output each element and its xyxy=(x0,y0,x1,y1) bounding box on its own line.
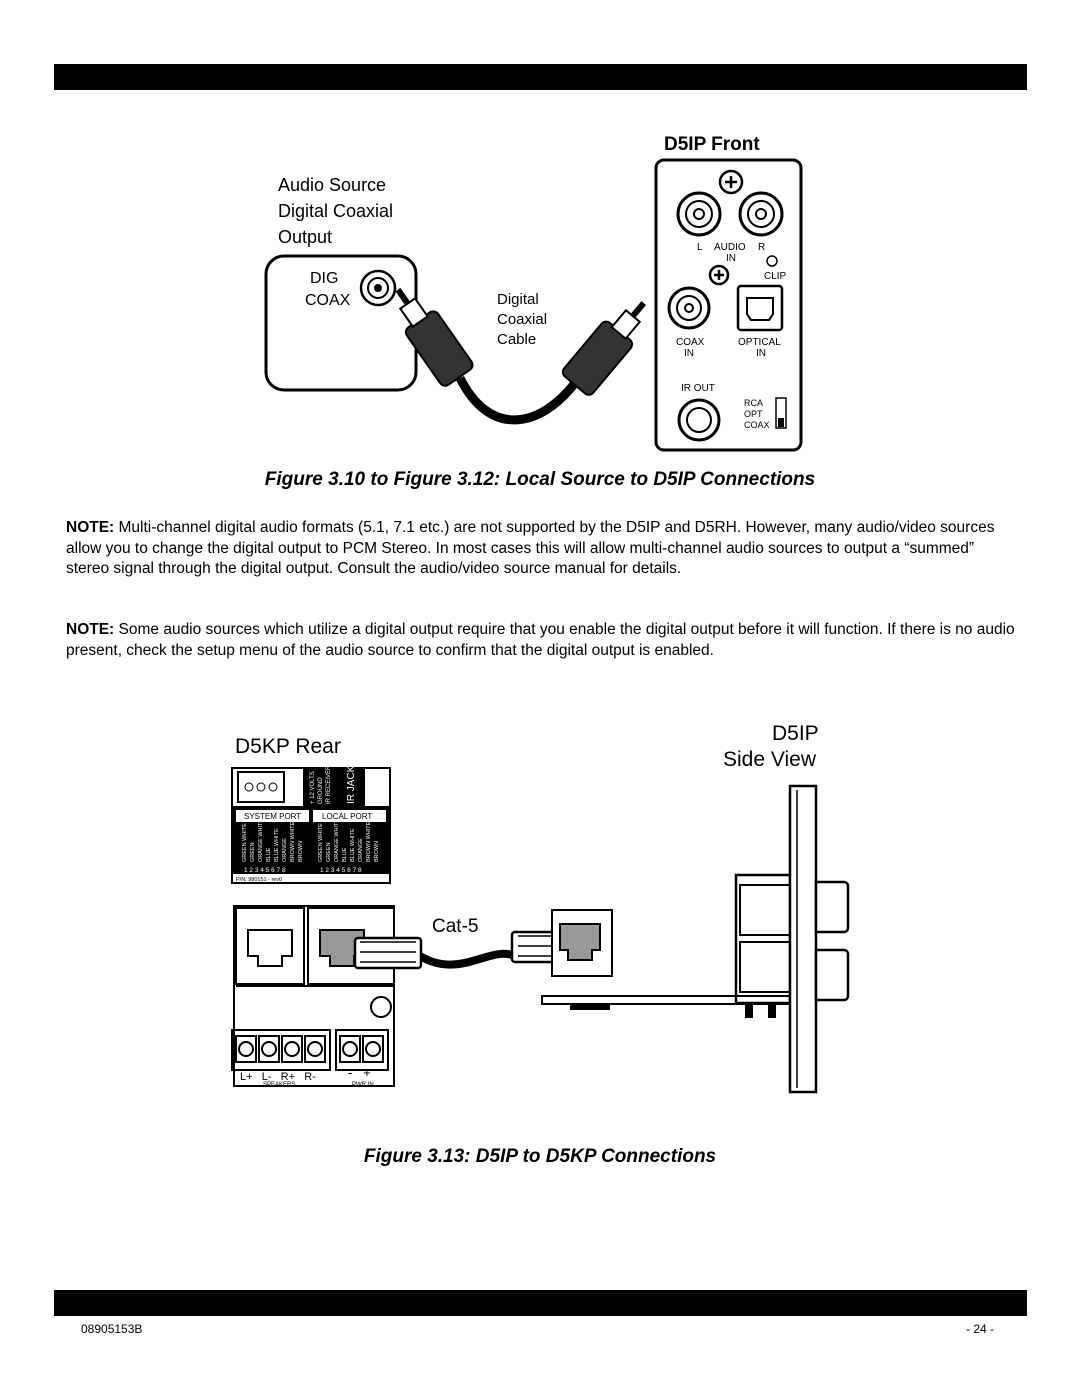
wire-color-label: GREEN WHITE xyxy=(242,823,248,862)
digital-coax-cable xyxy=(455,375,579,425)
document-number: 08905153B xyxy=(81,1322,143,1336)
note-2-text: Some audio sources which utilize a digit… xyxy=(66,621,1015,659)
audio-r-label: R xyxy=(758,242,765,253)
d5kp-rear-title: D5KP Rear xyxy=(235,735,341,758)
ir-pin-label-2: GROUND xyxy=(318,777,324,804)
optical-in-label-2: IN xyxy=(756,348,766,359)
d5kp-rear-body xyxy=(233,905,395,1087)
ir-terminal-block xyxy=(237,771,285,803)
wire-color-label: ORANGE xyxy=(358,838,364,862)
wire-color-label: BROWN WHITE xyxy=(366,821,372,862)
d5ip-faceplate xyxy=(788,784,818,1094)
wire-color-label: ORANGE WHITE xyxy=(258,819,264,862)
d5ip-side-title-2: Side View xyxy=(723,748,817,771)
switch-coax-label: COAX xyxy=(744,420,770,430)
optical-in-label-1: OPTICAL xyxy=(738,337,781,348)
source-label-line1: Audio Source xyxy=(278,175,386,195)
dig-coax-jack xyxy=(359,269,397,307)
header-bar xyxy=(54,64,1027,90)
coax-in-label-2: IN xyxy=(684,348,694,359)
source-label-line2: Digital Coaxial xyxy=(278,201,393,221)
clip-led xyxy=(766,255,778,267)
ir-pin-label-3: IR RECEIVER xyxy=(326,765,332,804)
ir-out-jack xyxy=(677,398,721,442)
d5ip-front-panel xyxy=(654,158,803,452)
wire-color-label: GREEN xyxy=(250,842,256,862)
footer-bar xyxy=(54,1290,1027,1316)
wire-color-label: BLUE WHITE xyxy=(274,828,280,862)
system-port-label: SYSTEM PORT xyxy=(244,812,301,821)
local-pin-numbers: 1 2 3 4 5 6 7 8 xyxy=(320,867,362,874)
coax-label: COAX xyxy=(305,292,351,309)
system-pin-numbers: 1 2 3 4 5 6 7 8 xyxy=(244,867,286,874)
mount-hole xyxy=(370,996,392,1018)
note-2-label: NOTE: xyxy=(66,621,115,638)
wire-color-label: GREEN WHITE xyxy=(318,823,324,862)
note-1: NOTE: Multi-channel digital audio format… xyxy=(66,518,1016,580)
switch-opt-label: OPT xyxy=(744,409,763,419)
d5ip-jack-housing xyxy=(734,873,792,1005)
source-device-panel xyxy=(264,254,418,392)
speaker-terminal-block xyxy=(231,1029,331,1071)
source-select-switch xyxy=(775,397,787,429)
figure-caption-2: Figure 3.13: D5IP to D5KP Connections xyxy=(363,1146,717,1167)
d5ip-front-title: D5IP Front xyxy=(664,134,760,155)
top-screw-icon xyxy=(718,169,744,195)
audio-in-label: IN xyxy=(726,253,736,264)
wire-color-label: BROWN WHITE xyxy=(290,821,296,862)
cable-label-line1: Digital xyxy=(497,291,539,308)
ir-out-label: IR OUT xyxy=(681,383,715,394)
wire-color-label: BROWN xyxy=(374,841,380,862)
audio-label: AUDIO xyxy=(714,242,746,253)
power-terminal-labels: - + xyxy=(348,1065,371,1080)
ir-jack-label: IR JACK xyxy=(346,765,357,804)
page-number: - 24 - xyxy=(966,1322,995,1336)
local-port-label: LOCAL PORT xyxy=(322,812,372,821)
part-number: P/N: 980151 - rev0 xyxy=(236,877,282,883)
figure-d5ip-to-d5kp: D5KP Rear D5IP Side View + 12 VOLTS GROU… xyxy=(231,722,850,1094)
cable-label-line2: Coaxial xyxy=(497,311,547,328)
switch-rca-label: RCA xyxy=(744,398,763,408)
wire-color-label: GREEN xyxy=(326,842,332,862)
clip-label: CLIP xyxy=(764,271,787,282)
power-terminal-block xyxy=(335,1029,389,1071)
figure-caption-1: Figure 3.10 to Figure 3.12: Local Source… xyxy=(264,469,816,490)
cable-label-line3: Cable xyxy=(497,331,536,348)
note-1-text: Multi-channel digital audio formats (5.1… xyxy=(66,519,995,577)
left-rj45-plug xyxy=(353,936,423,970)
source-label-line3: Output xyxy=(278,227,332,247)
speaker-terminal-labels: L+ L- R+ R- xyxy=(240,1071,316,1083)
dig-label: DIG xyxy=(310,270,338,287)
wire-color-label: BLUE xyxy=(342,847,348,862)
cat5-label: Cat-5 xyxy=(432,916,478,937)
figure-local-source-to-d5ip: D5IP Front Audio Source Digital Coaxial … xyxy=(264,134,803,452)
wire-color-label: BROWN xyxy=(298,841,304,862)
middle-screw-icon xyxy=(708,264,730,286)
pwr-in-label: PWR IN xyxy=(352,1082,374,1088)
coax-in-jack xyxy=(667,286,711,330)
right-rca-plug xyxy=(561,301,647,396)
audio-in-left-jack xyxy=(676,191,722,237)
wire-color-label: ORANGE xyxy=(282,838,288,862)
coax-in-label-1: COAX xyxy=(676,337,705,348)
audio-l-label: L xyxy=(697,242,703,253)
ir-pin-label-1: + 12 VOLTS xyxy=(310,771,316,804)
cat5-cable xyxy=(417,949,517,969)
wire-color-label: ORANGE WHITE xyxy=(334,819,340,862)
system-port-jack xyxy=(235,907,305,985)
note-1-label: NOTE: xyxy=(66,519,115,536)
rca-jack-top xyxy=(814,880,850,934)
speakers-label: SPEAKERS xyxy=(263,1082,295,1088)
wire-color-label: BLUE WHITE xyxy=(350,828,356,862)
optical-in-jack xyxy=(736,284,784,332)
left-rca-plug xyxy=(395,287,474,387)
audio-in-right-jack xyxy=(738,191,784,237)
note-2: NOTE: Some audio sources which utilize a… xyxy=(66,620,1016,661)
rca-jack-bottom xyxy=(814,948,850,1002)
wire-color-label: BLUE xyxy=(266,847,272,862)
d5ip-side-title-1: D5IP xyxy=(772,722,819,745)
